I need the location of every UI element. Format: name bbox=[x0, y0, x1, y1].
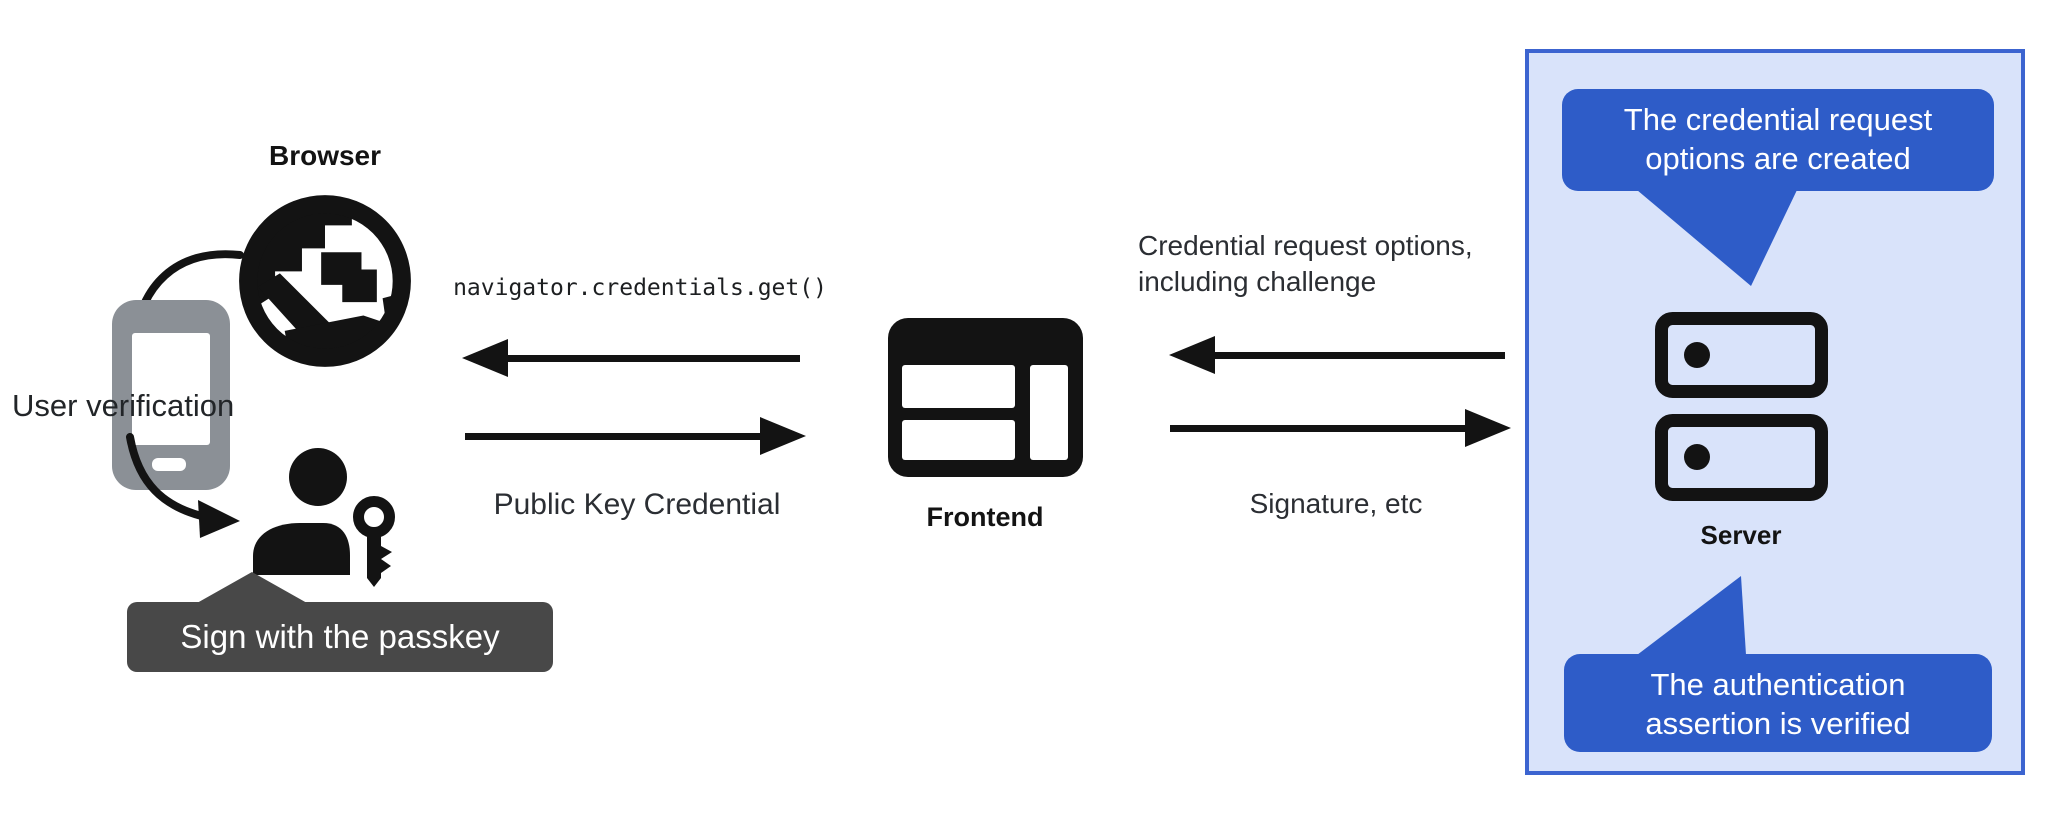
callout-bottom-tail bbox=[1637, 576, 1746, 655]
frontend-window-icon bbox=[888, 318, 1083, 477]
frontend-label: Frontend bbox=[926, 502, 1044, 532]
person-head bbox=[289, 448, 347, 506]
passkey-tooltip: Sign with the passkey bbox=[127, 602, 553, 672]
passkey-tooltip-pointer bbox=[197, 572, 307, 603]
callout-top: The credential request options are creat… bbox=[1562, 89, 1994, 191]
public-key-credential-label: Public Key Credential bbox=[493, 488, 781, 521]
key-icon bbox=[353, 496, 395, 587]
arrow-phone-to-user bbox=[126, 433, 240, 538]
browser-label: Browser bbox=[268, 140, 382, 171]
smartphone-icon bbox=[112, 300, 230, 490]
server-label: Server bbox=[1700, 520, 1782, 550]
person-with-key-icon bbox=[253, 448, 395, 587]
globe-icon bbox=[239, 195, 411, 367]
server-stack-icon bbox=[1655, 312, 1828, 501]
signature-etc-label: Signature, etc bbox=[1249, 488, 1423, 519]
navigator-credentials-get-label: navigator.credentials.get() bbox=[453, 275, 827, 301]
callout-bottom: The authentication assertion is verified bbox=[1564, 654, 1992, 752]
callout-top-tail bbox=[1637, 190, 1797, 286]
user-verification-label: User verification bbox=[12, 388, 235, 423]
credential-request-options-label: Credential request options, including ch… bbox=[1138, 230, 1473, 297]
server-panel: The credential request options are creat… bbox=[1525, 49, 2025, 775]
